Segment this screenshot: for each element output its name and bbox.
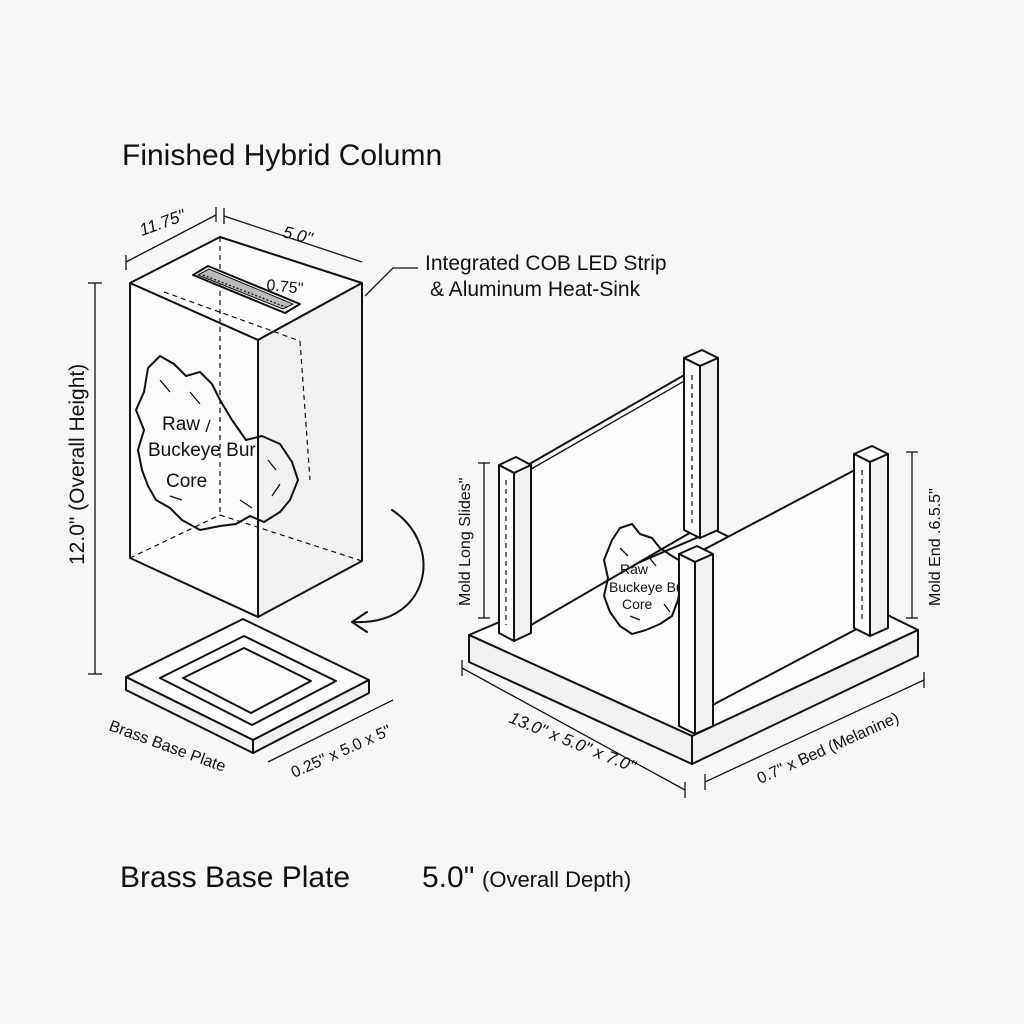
column-core-label-1: Raw — [162, 414, 200, 435]
mold-post-back-left — [498, 456, 532, 642]
mold-assembly: Raw Buckeye Burl Core — [468, 349, 919, 765]
footer-depth-value: 5.0" — [422, 861, 474, 894]
column-block: Raw Buckeye Burl Core — [129, 236, 363, 618]
mold-post-back-right — [683, 349, 719, 539]
mold-end-label: Mold End .6.5.5" — [927, 488, 944, 606]
led-label-1: Integrated COB LED Strip — [425, 252, 667, 275]
column-side-face — [257, 282, 363, 618]
mold-burl-core — [603, 523, 683, 635]
mold-core-label-1: Raw — [620, 561, 649, 577]
column-dimensions: 11.75" 5.0" 0.75" 12.0" (Overall Height) — [66, 205, 363, 675]
column-core-label-2: Buckeye Burl — [148, 440, 260, 461]
assembly-arrow — [351, 509, 425, 633]
mold-post-front-right — [853, 445, 889, 637]
mold-core-label-3: Core — [622, 596, 653, 612]
column-width-dim: 11.75" — [137, 205, 189, 239]
led-callout: Integrated COB LED Strip & Aluminum Heat… — [364, 252, 667, 301]
brass-base-plate — [125, 618, 370, 754]
mold-long-sides-label: Mold Long Slides" — [457, 478, 474, 606]
column-depth-dim: 5.0" — [281, 222, 315, 248]
column-burl-core — [135, 355, 299, 531]
column-height-dim: 12.0" (Overall Height) — [66, 364, 89, 565]
mold-core-label-2: Buckeye Burl — [609, 579, 691, 595]
led-strip-slot — [192, 265, 301, 314]
slot-dim: 0.75" — [266, 277, 304, 298]
column-core-label-3: Core — [166, 471, 207, 492]
base-plate-dims: 0.25" x 5.0 x 5" — [289, 722, 394, 781]
mold-post-front-left — [678, 545, 714, 735]
led-label-2: & Aluminum Heat-Sink — [430, 278, 641, 301]
footer-base-label: Brass Base Plate — [120, 861, 350, 894]
diagram-title: Finished Hybrid Column — [122, 139, 442, 172]
footer-depth-note: (Overall Depth) — [482, 867, 631, 892]
